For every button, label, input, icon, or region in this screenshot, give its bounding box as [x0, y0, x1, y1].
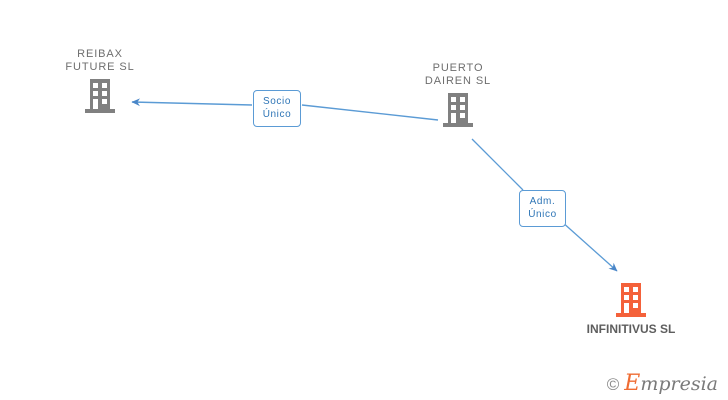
building-icon [616, 283, 646, 317]
node-infinitivus-sl[interactable]: INFINITIVUS SL [556, 281, 706, 336]
watermark-brand-rest: mpresia [640, 373, 718, 395]
watermark-empresia: © Empresia [606, 371, 718, 396]
node-label-puerto-dairen: PUERTO DAIREN SL [424, 62, 492, 87]
edge-socio-label-to-reibax [131, 98, 253, 107]
relation-label-socio-unico[interactable]: Socio Único [253, 90, 301, 127]
copyright-icon: © [606, 374, 620, 394]
building-icon [85, 79, 115, 113]
node-label-infinitivus: INFINITIVUS SL [586, 322, 676, 336]
node-reibax-future-sl[interactable]: REIBAX FUTURE SL [25, 48, 175, 115]
edge-adm-label-to-infinitivus [560, 220, 618, 272]
edge-puerto-to-adm-label [471, 138, 524, 191]
building-icon [443, 93, 473, 127]
watermark-brand-initial: E [624, 371, 641, 396]
node-label-reibax: REIBAX FUTURE SL [65, 48, 135, 73]
watermark-brand: Empresia [624, 371, 718, 396]
node-puerto-dairen-sl[interactable]: PUERTO DAIREN SL [383, 62, 533, 129]
relation-label-adm-unico[interactable]: Adm. Único [519, 190, 566, 227]
edge-puerto-to-socio-label [301, 104, 439, 121]
